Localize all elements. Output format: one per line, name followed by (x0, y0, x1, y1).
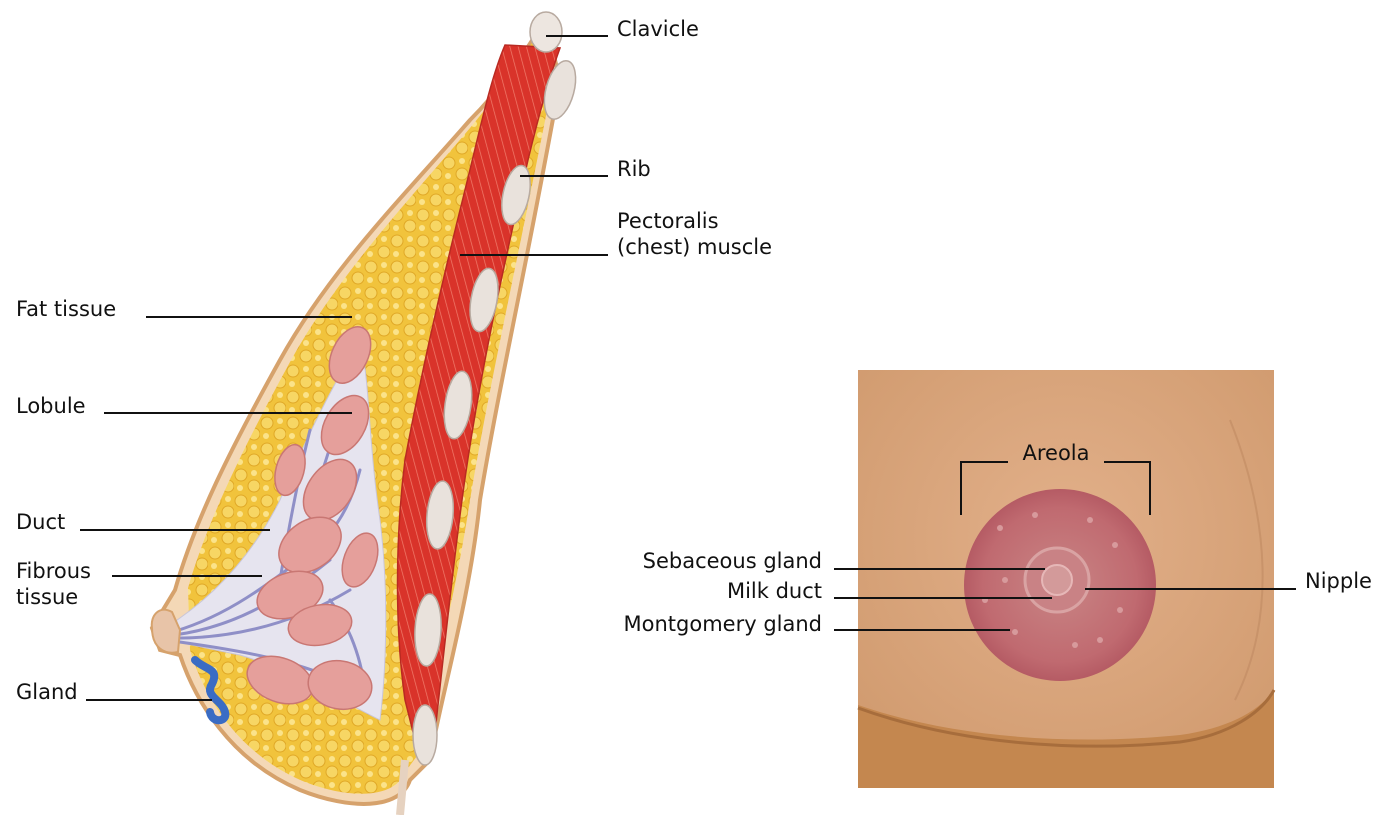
chest-wall-line (400, 760, 405, 815)
nipple-inset (858, 370, 1274, 788)
label-areola: Areola (1008, 440, 1104, 466)
label-clavicle: Clavicle (617, 16, 699, 42)
label-fibrous-line2: tissue (16, 584, 78, 610)
label-nipple: Nipple (1305, 568, 1372, 594)
label-fat-tissue: Fat tissue (16, 296, 116, 322)
label-milk-duct: Milk duct (600, 578, 822, 604)
label-fibrous-line1: Fibrous (16, 558, 91, 584)
label-pectoralis-line2: (chest) muscle (617, 234, 772, 260)
clavicle-bone (530, 12, 562, 52)
label-lobule: Lobule (16, 393, 86, 419)
label-pectoralis-line1: Pectoralis (617, 208, 719, 234)
label-gland: Gland (16, 679, 78, 705)
label-sebaceous-gland: Sebaceous gland (600, 548, 822, 574)
label-rib: Rib (617, 156, 651, 182)
label-duct: Duct (16, 509, 65, 535)
rib-bone (413, 705, 437, 765)
label-montgomery-gland: Montgomery gland (600, 611, 822, 637)
nipple-center (1042, 565, 1072, 595)
